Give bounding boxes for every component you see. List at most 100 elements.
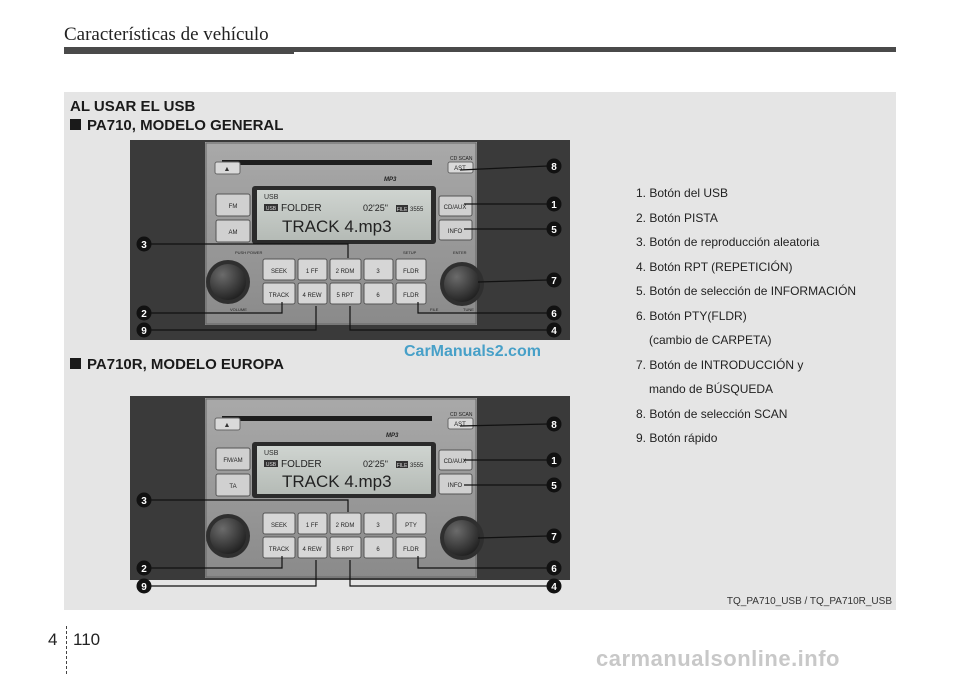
svg-text:2 RDM: 2 RDM xyxy=(336,269,355,275)
header-rule-accent xyxy=(64,52,294,54)
svg-text:3: 3 xyxy=(141,240,147,251)
svg-text:6: 6 xyxy=(551,564,557,575)
svg-text:USB: USB xyxy=(264,194,279,201)
svg-text:USB: USB xyxy=(266,462,277,468)
figure-reference-code: TQ_PA710_USB / TQ_PA710R_USB xyxy=(726,596,892,607)
svg-text:4: 4 xyxy=(551,582,557,593)
svg-text:SEEK: SEEK xyxy=(271,269,287,275)
callout-3 xyxy=(136,492,152,508)
svg-text:FLDR: FLDR xyxy=(403,547,419,553)
svg-text:FILE: FILE xyxy=(397,207,408,213)
svg-text:FILE: FILE xyxy=(397,463,408,469)
callout-6 xyxy=(546,560,562,576)
callout-9 xyxy=(136,322,152,338)
svg-text:TUNE: TUNE xyxy=(463,307,474,312)
svg-text:4 REW: 4 REW xyxy=(302,293,321,299)
svg-text:CD/AUX: CD/AUX xyxy=(444,205,467,211)
svg-text:1: 1 xyxy=(551,200,557,211)
preset-button-grid: SEEK 1 FF 2 RDM 3 FLDR TRACK 4 REW 5 RPT… xyxy=(262,258,427,305)
legend-item: 5. Botón de selección de INFORMACIÓN xyxy=(636,284,857,298)
legend-item: 9. Botón rápido xyxy=(636,431,718,445)
svg-text:FM: FM xyxy=(229,204,238,210)
eject-icon: ▲ xyxy=(224,422,231,429)
legend-item: (cambio de CARPETA) xyxy=(649,333,772,347)
callout-9 xyxy=(136,578,152,594)
svg-text:5: 5 xyxy=(551,481,557,492)
svg-text:6: 6 xyxy=(376,547,380,553)
callout-7 xyxy=(546,528,562,544)
svg-text:FLDR: FLDR xyxy=(403,269,419,275)
svg-text:2 RDM: 2 RDM xyxy=(336,523,355,529)
svg-text:TRACK 4.mp3: TRACK 4.mp3 xyxy=(282,472,392,491)
svg-text:2: 2 xyxy=(141,564,147,575)
callout-8 xyxy=(546,416,562,432)
model-general-heading: PA710, MODELO GENERAL xyxy=(70,117,283,134)
legend-item: 6. Botón PTY(FLDR) xyxy=(636,308,747,323)
legend-item: 3. Botón de reproducción aleatoria xyxy=(636,235,820,249)
preset-button-grid: SEEK 1 FF 2 RDM 3 PTY TRACK 4 REW 5 RPT … xyxy=(262,512,427,559)
svg-text:CD SCAN: CD SCAN xyxy=(450,156,473,162)
svg-text:FOLDER: FOLDER xyxy=(281,203,322,214)
svg-text:INFO: INFO xyxy=(448,229,463,235)
svg-text:AM: AM xyxy=(229,230,238,236)
svg-text:3: 3 xyxy=(376,269,380,275)
svg-text:9: 9 xyxy=(141,326,147,337)
svg-text:6: 6 xyxy=(376,293,380,299)
callout-5 xyxy=(546,221,562,237)
svg-text:AST: AST xyxy=(454,166,466,172)
svg-text:2: 2 xyxy=(141,309,147,320)
section-title: AL USAR EL USB xyxy=(70,98,196,115)
bullet-icon xyxy=(70,119,81,130)
svg-text:5 RPT: 5 RPT xyxy=(336,293,353,299)
svg-text:TA: TA xyxy=(229,484,236,490)
watermark-carmanuals: CarManuals2.com xyxy=(404,343,541,360)
page-number: 110 xyxy=(73,630,101,649)
svg-text:8: 8 xyxy=(551,162,557,173)
svg-text:3: 3 xyxy=(141,496,147,507)
svg-text:FLDR: FLDR xyxy=(403,293,419,299)
svg-text:USB: USB xyxy=(266,206,277,212)
chapter-number: 4 xyxy=(48,630,58,649)
callout-6 xyxy=(546,305,562,321)
svg-text:8: 8 xyxy=(551,420,557,431)
header-rule xyxy=(64,47,896,52)
svg-text:CD/AUX: CD/AUX xyxy=(444,459,467,465)
bullet-icon xyxy=(70,358,81,369)
svg-text:INFO: INFO xyxy=(448,483,463,489)
svg-text:FILE: FILE xyxy=(430,307,439,312)
svg-text:1: 1 xyxy=(551,456,557,467)
eject-icon: ▲ xyxy=(224,166,231,173)
svg-text:PTY: PTY xyxy=(405,523,417,529)
svg-text:02'25": 02'25" xyxy=(363,203,388,213)
svg-text:SETUP: SETUP xyxy=(403,250,417,255)
svg-text:5: 5 xyxy=(551,225,557,236)
legend-item: 8. Botón de selección SCAN xyxy=(636,406,788,421)
footer-divider xyxy=(66,626,67,674)
svg-text:7: 7 xyxy=(551,276,557,287)
svg-text:1 FF: 1 FF xyxy=(306,523,319,529)
legend-item: 2. Botón PISTA xyxy=(636,210,718,225)
legend-item: 7. Botón de INTRODUCCIÓN y xyxy=(636,357,804,372)
svg-text:PUSH POWER: PUSH POWER xyxy=(235,250,262,255)
svg-text:4 REW: 4 REW xyxy=(302,547,321,553)
model-europa-heading: PA710R, MODELO EUROPA xyxy=(70,356,284,373)
button-legend: 1. Botón del USB 2. Botón PISTA 3. Botón… xyxy=(636,181,896,451)
svg-text:02'25": 02'25" xyxy=(363,459,388,469)
svg-text:TRACK 4.mp3: TRACK 4.mp3 xyxy=(282,217,392,236)
svg-text:ENTER: ENTER xyxy=(453,250,467,255)
callout-4 xyxy=(546,322,562,338)
svg-text:7: 7 xyxy=(551,532,557,543)
callout-5 xyxy=(546,477,562,493)
svg-text:FM/AM: FM/AM xyxy=(223,458,242,464)
svg-text:5 RPT: 5 RPT xyxy=(336,547,353,553)
callout-1 xyxy=(546,196,562,212)
svg-text:USB: USB xyxy=(264,450,279,457)
svg-text:1 FF: 1 FF xyxy=(306,269,319,275)
page-title: Características de vehículo xyxy=(64,24,269,45)
callout-3 xyxy=(136,236,152,252)
svg-text:3555: 3555 xyxy=(410,463,424,469)
legend-item: 1. Botón del USB xyxy=(636,186,729,200)
svg-text:3555: 3555 xyxy=(410,207,424,213)
svg-text:4: 4 xyxy=(551,326,557,337)
